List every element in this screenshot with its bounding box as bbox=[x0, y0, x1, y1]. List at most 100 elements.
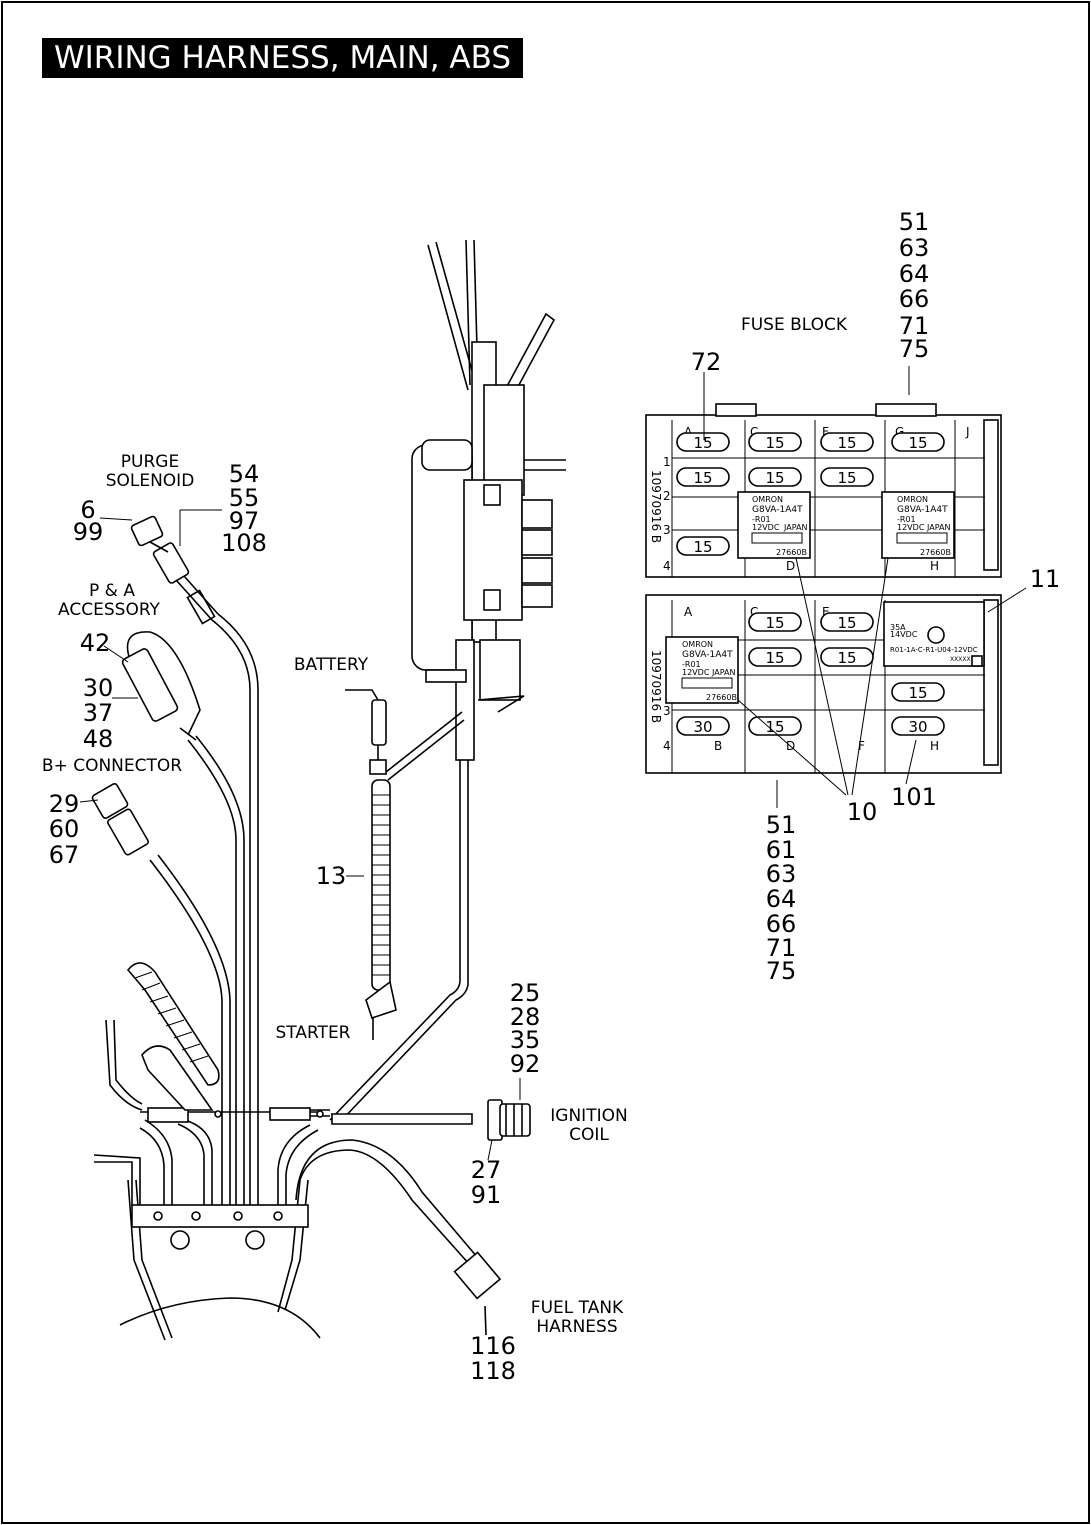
svg-text:-R01: -R01 bbox=[897, 515, 916, 524]
svg-text:92: 92 bbox=[510, 1050, 541, 1078]
col-label-a: A bbox=[684, 425, 693, 439]
ignition-coil-connector bbox=[487, 1078, 531, 1161]
callout-purge-left: 6 99 bbox=[73, 496, 104, 546]
page-title: WIRING HARNESS, MAIN, ABS bbox=[42, 38, 524, 78]
svg-text:64: 64 bbox=[766, 885, 797, 913]
callout-101: 101 bbox=[891, 783, 937, 811]
svg-text:51: 51 bbox=[899, 208, 930, 236]
fuse-15-c2: 15 bbox=[748, 467, 802, 487]
callout-ignition-bottom: 27 91 bbox=[471, 1156, 502, 1209]
fuse-15-e-lower-2: 15 bbox=[820, 647, 874, 667]
harness-trunk bbox=[149, 613, 502, 1336]
fuel-tank-harness-label-line2: HARNESS bbox=[536, 1317, 617, 1337]
svg-text:15: 15 bbox=[693, 538, 712, 556]
svg-text:35A: 35A bbox=[890, 623, 906, 632]
battery-label: BATTERY bbox=[294, 655, 369, 675]
svg-text:67: 67 bbox=[49, 841, 80, 869]
svg-text:6: 6 bbox=[80, 496, 95, 524]
svg-text:66: 66 bbox=[766, 910, 797, 938]
abs-module-mount bbox=[411, 239, 566, 761]
svg-text:R01-1A-C-R1-U04-12VDC: R01-1A-C-R1-U04-12VDC bbox=[890, 646, 978, 654]
svg-text:27: 27 bbox=[471, 1156, 502, 1184]
col-label-c-lower: C bbox=[750, 605, 758, 619]
col-label-f-lower: F bbox=[858, 739, 865, 753]
purge-solenoid-connector bbox=[99, 509, 222, 625]
callout-purge-right: 54 55 97 108 bbox=[221, 460, 267, 557]
callout-11: 11 bbox=[1030, 565, 1061, 593]
svg-text:27660B: 27660B bbox=[776, 548, 807, 557]
fuse-15-a3: 15 bbox=[676, 536, 730, 556]
fuse-block: A C F G J D H A C E B D F H 1 2 3 4 3 4 … bbox=[645, 366, 1027, 808]
svg-text:30: 30 bbox=[908, 718, 927, 736]
relay-lower-a: OMRON G8VA-1A4T -R01 12VDC JAPAN 27660B bbox=[665, 636, 739, 704]
svg-text:48: 48 bbox=[83, 725, 114, 753]
svg-text:71: 71 bbox=[899, 312, 930, 340]
svg-text:15: 15 bbox=[837, 434, 856, 452]
svg-text:118: 118 bbox=[470, 1357, 516, 1385]
callout-72: 72 bbox=[691, 348, 722, 376]
bplus-connector-label: B+ CONNECTOR bbox=[42, 756, 182, 776]
relay-upper-h: OMRON G8VA-1A4T -R01 12VDC JAPAN 27660B bbox=[881, 491, 955, 559]
svg-text:51: 51 bbox=[766, 811, 797, 839]
svg-text:97: 97 bbox=[229, 507, 260, 535]
svg-text:15: 15 bbox=[837, 469, 856, 487]
svg-text:14VDC: 14VDC bbox=[890, 630, 918, 639]
svg-text:-R01: -R01 bbox=[682, 660, 701, 669]
fuse-15-f1: 15 bbox=[820, 432, 874, 452]
svg-text:15: 15 bbox=[908, 434, 927, 452]
svg-text:54: 54 bbox=[229, 460, 260, 488]
coiled-conduit bbox=[105, 962, 324, 1118]
fuse-block-label: FUSE BLOCK bbox=[741, 315, 848, 335]
svg-text:15: 15 bbox=[837, 614, 856, 632]
relay-35a: 35A 14VDC R01-1A-C-R1-U04-12VDC XXXXX bbox=[883, 601, 985, 667]
col-label-b-lower: B bbox=[714, 739, 722, 753]
svg-text:15: 15 bbox=[765, 614, 784, 632]
svg-text:JAPAN: JAPAN bbox=[783, 523, 807, 532]
svg-text:75: 75 bbox=[766, 957, 797, 985]
svg-text:15: 15 bbox=[908, 684, 927, 702]
svg-text:XXXXX: XXXXX bbox=[950, 656, 971, 663]
fuse-15-f2: 15 bbox=[820, 467, 874, 487]
svg-text:G8VA-1A4T: G8VA-1A4T bbox=[682, 650, 733, 660]
fuse-15-g-lower-3: 15 bbox=[891, 682, 945, 702]
svg-text:91: 91 bbox=[471, 1181, 502, 1209]
col-label-c: C bbox=[750, 425, 758, 439]
svg-text:42: 42 bbox=[80, 629, 111, 657]
svg-text:108: 108 bbox=[221, 529, 267, 557]
row-label-1: 1 bbox=[663, 455, 671, 469]
svg-text:JAPAN: JAPAN bbox=[711, 668, 735, 677]
callout-13: 13 bbox=[316, 862, 347, 890]
svg-text:99: 99 bbox=[73, 518, 104, 546]
fuse-block-part-no-lower: 10970916 B bbox=[649, 650, 663, 723]
starter-cable-coil bbox=[372, 794, 390, 976]
svg-text:G8VA-1A4T: G8VA-1A4T bbox=[897, 505, 948, 515]
pa-accessory-connector bbox=[103, 631, 201, 741]
row-label-4: 4 bbox=[663, 559, 671, 573]
svg-text:OMRON: OMRON bbox=[682, 640, 713, 649]
purge-solenoid-label-line1: PURGE bbox=[121, 452, 179, 472]
row-label-3-lower: 3 bbox=[663, 704, 671, 718]
svg-text:25: 25 bbox=[510, 979, 541, 1007]
fuse-30-a-lower-4: 30 bbox=[676, 716, 730, 736]
svg-text:66: 66 bbox=[899, 285, 930, 313]
svg-text:OMRON: OMRON bbox=[752, 495, 783, 504]
svg-text:55: 55 bbox=[229, 484, 260, 512]
fuse-15-e-lower-1: 15 bbox=[820, 612, 874, 632]
fuse-30-g-lower-4: 30 bbox=[891, 716, 945, 736]
svg-text:15: 15 bbox=[765, 434, 784, 452]
svg-text:63: 63 bbox=[766, 860, 797, 888]
fuse-15-a1: 15 bbox=[676, 432, 730, 452]
col-label-e-lower: E bbox=[822, 605, 830, 619]
lower-frame-bracket bbox=[93, 1107, 321, 1341]
col-label-a-lower: A bbox=[684, 605, 693, 619]
bplus-connector bbox=[79, 783, 149, 856]
svg-text:OMRON: OMRON bbox=[897, 495, 928, 504]
svg-text:61: 61 bbox=[766, 836, 797, 864]
fuse-15-g1: 15 bbox=[891, 432, 945, 452]
pa-accessory-label-line1: P & A bbox=[89, 581, 135, 601]
svg-text:63: 63 bbox=[899, 234, 930, 262]
svg-text:30: 30 bbox=[693, 718, 712, 736]
svg-text:15: 15 bbox=[765, 649, 784, 667]
